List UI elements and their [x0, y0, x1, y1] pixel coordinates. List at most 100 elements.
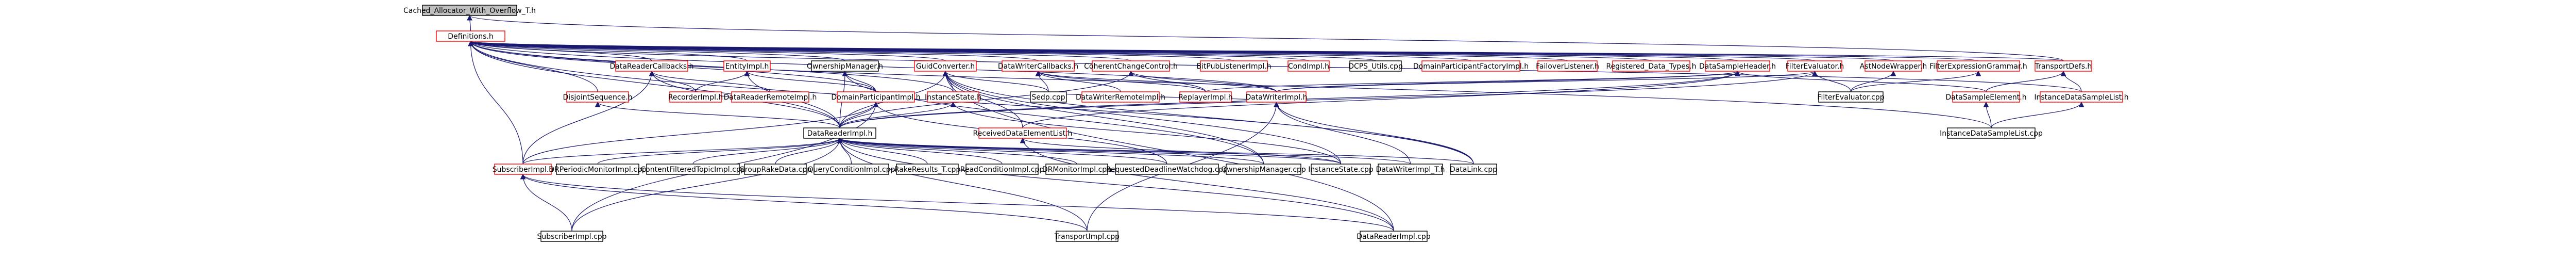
graph-node-transportdefs-h[interactable]: TransportDefs.h: [2035, 60, 2092, 72]
graph-node-datareaderremoteimpl-h[interactable]: DataReaderRemoteImpl.h: [724, 91, 817, 103]
edge-ownershipmanager-h-to-ownershipmanager-cpp: [842, 70, 1264, 165]
graph-node-datareaderimpl-h[interactable]: DataReaderImpl.h: [803, 127, 876, 139]
graph-node-instancedatasamplelist-cpp[interactable]: InstanceDataSampleList.cpp: [1940, 127, 2043, 139]
edge-datawriterimpl-h-to-datawriterimpl-t-h: [1274, 101, 1411, 165]
graph-node-dcps-utils-cpp[interactable]: DCPS_Utils.cpp: [1348, 60, 1403, 72]
edge-datawritercallbacks-h-to-datawriterimpl-h: [1035, 70, 1277, 92]
node-box: [1002, 60, 1075, 72]
edge-definitions-h-to-subscriberimpl-h: [468, 40, 523, 165]
edge-transportdefs-h-to-datasampleelement-h: [1986, 70, 2066, 92]
graph-node-datareadercallbacks-h[interactable]: DataReaderCallbacks.h: [610, 60, 694, 72]
node-box: [1092, 60, 1170, 72]
edge-datareaderimpl-h-to-drperiodicmonitorimpl-cpp: [597, 137, 843, 165]
graph-node-receiveddataelementlist-h[interactable]: ReceivedDataElementList.h: [973, 127, 1073, 139]
node-box: [615, 60, 688, 72]
graph-node-bitpublistenerimpl-h[interactable]: BitPubListenerImpl.h: [1196, 60, 1272, 72]
graph-node-contentfilteredtopicimpl-cpp[interactable]: ContentFilteredTopicImpl.cpp: [640, 164, 745, 175]
graph-node-rakeresults-t-cpp[interactable]: RakeResults_T.cpp: [894, 164, 961, 175]
node-label: CondImpl.h: [1288, 62, 1329, 71]
edge-datareaderimpl-h-to-transportimpl-cpp: [837, 137, 1088, 232]
node-label: DomainParticipantFactoryImpl.h: [1413, 62, 1529, 71]
graph-node-guidconverter-h[interactable]: GuidConverter.h: [914, 60, 977, 72]
node-box: [896, 164, 959, 175]
graph-node-condimpl-h[interactable]: CondImpl.h: [1287, 60, 1330, 72]
node-box: [1937, 60, 2020, 72]
node-box: [1705, 60, 1770, 72]
edge-datareaderimpl-h-to-subscriberimpl-h: [522, 137, 843, 165]
edge-cached-allocator-with-overflow-t-h-to-transportdefs-h: [467, 14, 2064, 61]
node-box: [965, 164, 1039, 175]
node-label: RecorderImpl.h: [668, 93, 723, 102]
graph-node-instancestate-h[interactable]: InstanceState.h: [925, 91, 981, 103]
graph-node-instancestate-cpp[interactable]: InstanceState.cpp: [1308, 164, 1374, 175]
graph-node-ownershipmanager-h[interactable]: OwnershipManager.h: [807, 60, 883, 72]
edge-datawritercallbacks-h-to-replayerimpl-h: [1035, 70, 1206, 92]
graph-node-datalink-cpp[interactable]: DataLink.cpp: [1450, 164, 1497, 175]
graph-node-datasampleelement-h[interactable]: DataSampleElement.h: [1945, 91, 2027, 103]
node-label: InstanceState.h: [925, 93, 981, 102]
graph-node-instancedatasamplelist-h[interactable]: InstanceDataSampleList.h: [2034, 91, 2129, 103]
graph-node-readconditionimpl-cpp[interactable]: ReadConditionImpl.cpp: [960, 164, 1044, 175]
node-box: [2040, 91, 2123, 103]
edge-instancestate-h-to-instancestate-cpp: [950, 101, 1342, 165]
graph-node-filterexpressiongrammar-h[interactable]: FilterExpressionGrammar.h: [1929, 60, 2027, 72]
graph-node-filterevaluator-cpp[interactable]: FilterEvaluator.cpp: [1817, 91, 1885, 103]
graph-node-disjointsequence-h[interactable]: DisjointSequence.h: [563, 91, 633, 103]
node-box: [669, 91, 722, 103]
graph-node-subscriberimpl-cpp[interactable]: SubscriberImpl.cpp: [537, 231, 607, 242]
node-label: DisjointSequence.h: [563, 93, 632, 102]
graph-node-astnodewrapper-h[interactable]: AstNodeWrapper.h: [1860, 60, 1927, 72]
graph-node-registered-data-types-h[interactable]: Registered_Data_Types.h: [1606, 60, 1697, 72]
graph-node-datawriterimpl-t-h[interactable]: DataWriterImpl_T.h: [1376, 164, 1445, 175]
graph-node-datawriterremoteimpl-h[interactable]: DataWriterRemoteImpl.h: [1076, 91, 1165, 103]
graph-node-transportimpl-cpp[interactable]: TransportImpl.cpp: [1054, 231, 1120, 242]
node-box: [927, 91, 979, 103]
graph-node-sedp-cpp[interactable]: Sedp.cpp: [1030, 91, 1067, 103]
graph-node-datareaderimpl-cpp[interactable]: DataReaderImpl.cpp: [1357, 231, 1431, 242]
graph-node-replayerimpl-h[interactable]: ReplayerImpl.h: [1178, 91, 1233, 103]
graph-node-failoverlistener-h[interactable]: FailoverListener.h: [1536, 60, 1599, 72]
edge-datareaderimpl-h-to-drmonitorimpl-cpp: [837, 137, 1077, 165]
node-box: [1865, 60, 1922, 72]
edge-datareaderimpl-h-to-datalink-cpp: [837, 137, 1474, 165]
node-label: GuidConverter.h: [916, 62, 975, 71]
graph-node-ownershipmanager-cpp[interactable]: OwnershipManager.cpp: [1221, 164, 1306, 175]
edge-datasampleheader-h-to-receiveddataelementlist-h: [1022, 70, 1740, 128]
graph-node-queryconditionimpl-cpp[interactable]: QueryConditionImpl.cpp: [808, 164, 895, 175]
node-box: [1081, 91, 1160, 103]
graph-node-domainparticipantfactoryimpl-h[interactable]: DomainParticipantFactoryImpl.h: [1413, 60, 1529, 72]
node-box: [1787, 60, 1842, 72]
graph-node-datawriterimpl-h[interactable]: DataWriterImpl.h: [1245, 91, 1308, 103]
edge-definitions-h-to-guidconverter-h: [468, 40, 946, 61]
node-label: DataSampleHeader.h: [1699, 62, 1776, 71]
edge-transportdefs-h-to-instancedatasamplelist-h: [2060, 70, 2082, 92]
node-label: DataWriterImpl.h: [1245, 93, 1307, 102]
edge-coherentchangecontrol-h-to-replayerimpl-h: [1128, 70, 1206, 92]
graph-node-filterevaluator-h[interactable]: FilterEvaluator.h: [1786, 60, 1844, 72]
node-box: [2035, 60, 2092, 72]
edge-datawriterimpl-h-to-datalink-cpp: [1274, 101, 1474, 165]
graph-node-requesteddeadlinewatchdog-cpp[interactable]: RequestedDeadlineWatchdog.cpp: [1106, 164, 1228, 175]
node-label: ReadConditionImpl.cpp: [960, 166, 1044, 174]
graph-node-definitions-h[interactable]: Definitions.h: [436, 30, 505, 42]
node-label: ContentFilteredTopicImpl.cpp: [640, 166, 745, 174]
edge-definitions-h-to-domainparticipantfactoryimpl-h: [468, 40, 1471, 61]
graph-node-drmonitorimpl-cpp[interactable]: DRMonitorImpl.cpp: [1042, 164, 1111, 175]
graph-node-subscriberimpl-h[interactable]: SubscriberImpl.h: [493, 164, 553, 175]
graph-node-domainparticipantimpl-h[interactable]: DomainParticipantImpl.h: [831, 91, 921, 103]
edge-datawritercallbacks-h-to-datawriterremoteimpl-h: [1035, 70, 1121, 92]
graph-node-coherentchangecontrol-h[interactable]: CoherentChangeControl.h: [1084, 60, 1178, 72]
node-label: AstNodeWrapper.h: [1860, 62, 1927, 71]
edge-datasampleheader-h-to-datasampleelement-h: [1735, 70, 1987, 92]
graph-node-datawritercallbacks-h[interactable]: DataWriterCallbacks.h: [998, 60, 1078, 72]
node-box: [1421, 60, 1520, 72]
node-label: BitPubListenerImpl.h: [1196, 62, 1271, 71]
graph-node-entityimpl-h[interactable]: EntityImpl.h: [723, 60, 771, 72]
node-label: Sedp.cpp: [1031, 93, 1065, 102]
graph-node-drperiodicmonitorimpl-cpp[interactable]: DRPeriodicMonitorImpl.cpp: [549, 164, 647, 175]
graph-node-grouprakedata-cpp[interactable]: GroupRakeData.cpp: [739, 164, 811, 175]
graph-node-recorderimpl-h[interactable]: RecorderImpl.h: [668, 91, 723, 103]
node-label: FilterEvaluator.cpp: [1817, 93, 1884, 102]
graph-node-datasampleheader-h[interactable]: DataSampleHeader.h: [1699, 60, 1776, 72]
edge-definitions-h-to-disjointsequence-h: [468, 40, 598, 92]
